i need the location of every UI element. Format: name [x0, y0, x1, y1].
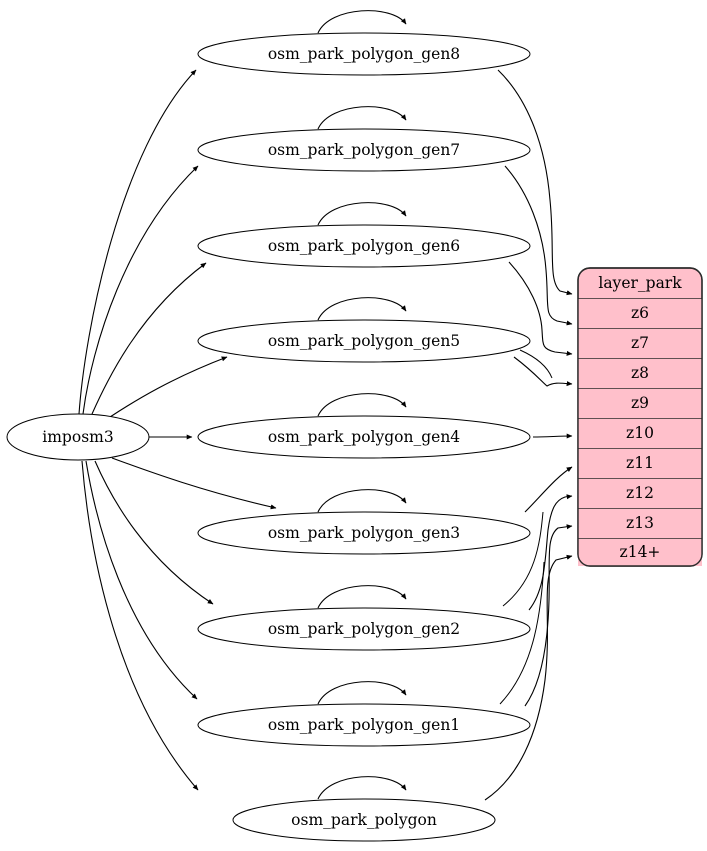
edge-imposm3-gen6	[91, 262, 207, 415]
edges-source-to-tables	[78, 69, 277, 791]
self-loop-base	[317, 776, 407, 800]
row-label-z12: z12	[626, 484, 654, 502]
node-gen7-label: osm_park_polygon_gen7	[268, 141, 460, 159]
edge-base-z14p	[484, 554, 573, 801]
self-loop-gen6	[317, 202, 407, 226]
row-label-z14p: z14+	[620, 543, 661, 561]
row-label-z9: z9	[631, 394, 649, 412]
node-base-label: osm_park_polygon	[291, 811, 437, 829]
row-bg-z7[interactable]	[578, 329, 702, 359]
node-gen3-group[interactable]: osm_park_polygon_gen3	[197, 489, 531, 555]
row-bg-z14p[interactable]	[578, 539, 702, 566]
node-gen8-group[interactable]: osm_park_polygon_gen8	[197, 10, 531, 76]
layer-park-table[interactable]: layer_park z6 z7 z8 z9 z10	[577, 267, 703, 567]
row-bg-z13[interactable]	[578, 509, 702, 539]
edge-imposm3-gen3	[111, 457, 277, 510]
node-gen8[interactable]	[197, 32, 531, 76]
row-bg-z8[interactable]	[578, 359, 702, 389]
edge-imposm3-gen1	[85, 460, 198, 700]
row-bg-z12[interactable]	[578, 479, 702, 509]
node-gen5-label: osm_park_polygon_gen5	[268, 332, 460, 350]
row-bg-z11[interactable]	[578, 449, 702, 479]
self-loop-gen3	[317, 489, 407, 513]
node-base-group[interactable]: osm_park_polygon	[232, 776, 496, 842]
edge-gen5-z9	[513, 356, 573, 387]
edge-gen3-z11	[524, 466, 573, 513]
row-label-z13: z13	[626, 514, 654, 532]
row-label-z8: z8	[631, 364, 649, 382]
node-imposm3-label: imposm3	[42, 428, 113, 446]
edge-gen6-z8	[508, 261, 573, 356]
self-loop-gen4	[317, 393, 407, 417]
edge-imposm3-gen2	[94, 460, 214, 605]
node-gen7[interactable]	[197, 128, 531, 172]
node-gen1-group[interactable]: osm_park_polygon_gen1	[197, 681, 531, 747]
node-gen3[interactable]	[197, 511, 531, 555]
layer-park-row-z11[interactable]: z11	[578, 449, 702, 480]
node-gen5[interactable]	[197, 319, 531, 363]
row-bg-z6[interactable]	[578, 299, 702, 329]
edge-imposm3-gen8	[78, 69, 197, 415]
node-gen4-group[interactable]: osm_park_polygon_gen4	[197, 393, 531, 459]
row-bg-z9[interactable]	[578, 389, 702, 419]
self-loop-gen2	[317, 585, 407, 609]
edge-bundle-strand-2	[499, 561, 545, 705]
node-gen6[interactable]	[197, 224, 531, 268]
node-gen5-group[interactable]: osm_park_polygon_gen5	[197, 297, 531, 363]
node-gen7-group[interactable]: osm_park_polygon_gen7	[197, 106, 531, 172]
node-gen2[interactable]	[197, 607, 531, 651]
layer-park-row-z10[interactable]: z10	[578, 419, 702, 450]
layer-park-outline	[577, 267, 703, 567]
layer-park-header-label: layer_park	[598, 274, 682, 292]
node-gen4[interactable]	[197, 415, 531, 459]
layer-park-row-z9[interactable]: z9	[578, 389, 702, 420]
node-gen3-label: osm_park_polygon_gen3	[268, 524, 460, 542]
node-imposm3[interactable]	[6, 413, 150, 461]
edge-gen8-z6	[497, 69, 573, 296]
edge-gen2-z12	[528, 494, 573, 611]
edge-gen5-z9-strand	[519, 349, 553, 379]
node-gen1[interactable]	[197, 703, 531, 747]
edge-imposm3-gen7	[82, 165, 199, 415]
edge-imposm3-base	[81, 460, 199, 791]
row-label-z7: z7	[631, 334, 649, 352]
edges-tables-to-layer	[484, 69, 573, 801]
row-label-z10: z10	[626, 424, 654, 442]
edge-bundle-strand-1	[502, 511, 544, 607]
self-loop-gen1	[317, 681, 407, 705]
layer-park-row-z8[interactable]: z8	[578, 359, 702, 390]
edge-gen4-z10	[532, 433, 573, 439]
node-gen4-label: osm_park_polygon_gen4	[268, 428, 460, 446]
row-label-z11: z11	[626, 454, 654, 472]
edge-imposm3-gen5	[109, 356, 228, 418]
node-gen8-label: osm_park_polygon_gen8	[268, 45, 460, 63]
self-loop-gen8	[317, 10, 407, 34]
node-gen2-label: osm_park_polygon_gen2	[268, 620, 460, 638]
edge-gen7-z7	[504, 165, 573, 326]
self-loop-gen5	[317, 297, 407, 321]
node-gen6-label: osm_park_polygon_gen6	[268, 237, 460, 255]
layer-park-row-z7[interactable]: z7	[578, 329, 702, 360]
node-gen1-label: osm_park_polygon_gen1	[268, 716, 460, 734]
row-bg-z10[interactable]	[578, 419, 702, 449]
edge-gen1-z13	[524, 524, 573, 707]
source-node-group[interactable]: imposm3	[6, 413, 150, 461]
layer-park-row-z6[interactable]: z6	[578, 299, 702, 330]
layer-park-row-z14p[interactable]: z14+	[578, 539, 702, 566]
node-gen2-group[interactable]: osm_park_polygon_gen2	[197, 585, 531, 651]
node-gen6-group[interactable]: osm_park_polygon_gen6	[197, 202, 531, 268]
layer-park-row-z12[interactable]: z12	[578, 479, 702, 510]
layer-park-row-z13[interactable]: z13	[578, 509, 702, 540]
row-label-z6: z6	[631, 304, 649, 322]
self-loop-gen7	[317, 106, 407, 130]
node-base[interactable]	[232, 798, 496, 842]
